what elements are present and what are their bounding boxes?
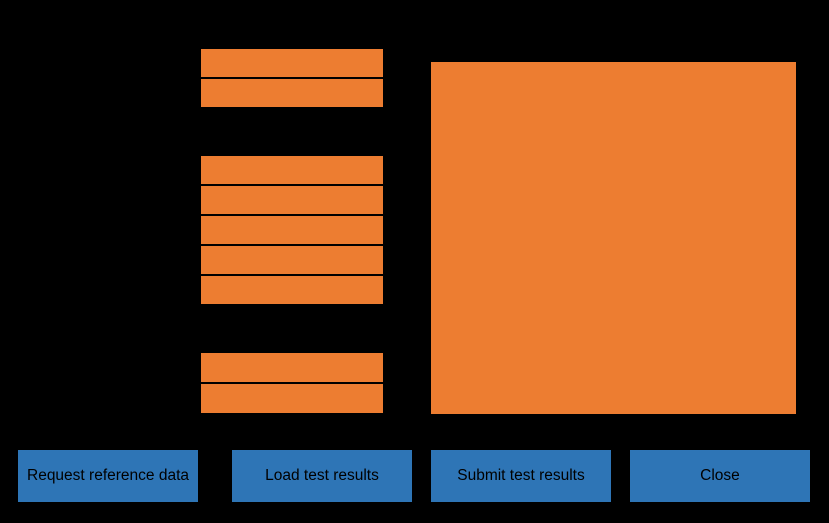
- field-value-bar[interactable]: [201, 215, 383, 245]
- field-label: [10, 352, 190, 374]
- field-label: [10, 48, 190, 70]
- field-value-bar[interactable]: [201, 275, 383, 305]
- field-value-bar[interactable]: [201, 383, 383, 414]
- request-reference-data-button[interactable]: Request reference data: [18, 450, 198, 502]
- field-label: [10, 78, 190, 100]
- submit-test-results-button[interactable]: Submit test results: [431, 450, 611, 502]
- field-label: [10, 245, 190, 267]
- detail-panel[interactable]: [431, 62, 796, 414]
- field-group-middle: [201, 155, 383, 305]
- field-label: [10, 275, 190, 297]
- field-group-bottom: [201, 352, 383, 414]
- field-label: [10, 185, 190, 207]
- button-row: Request reference data Load test results…: [0, 450, 829, 502]
- field-group-top: [201, 48, 383, 108]
- redacted-label-column: [0, 40, 200, 415]
- field-label: [10, 215, 190, 237]
- field-value-bar[interactable]: [201, 78, 383, 108]
- field-value-bar[interactable]: [201, 352, 383, 383]
- field-value-bar[interactable]: [201, 155, 383, 185]
- field-label: [10, 382, 190, 404]
- load-test-results-button[interactable]: Load test results: [232, 450, 412, 502]
- close-button[interactable]: Close: [630, 450, 810, 502]
- field-value-bar[interactable]: [201, 245, 383, 275]
- field-value-bar[interactable]: [201, 185, 383, 215]
- field-value-bar[interactable]: [201, 48, 383, 78]
- field-label: [10, 155, 190, 177]
